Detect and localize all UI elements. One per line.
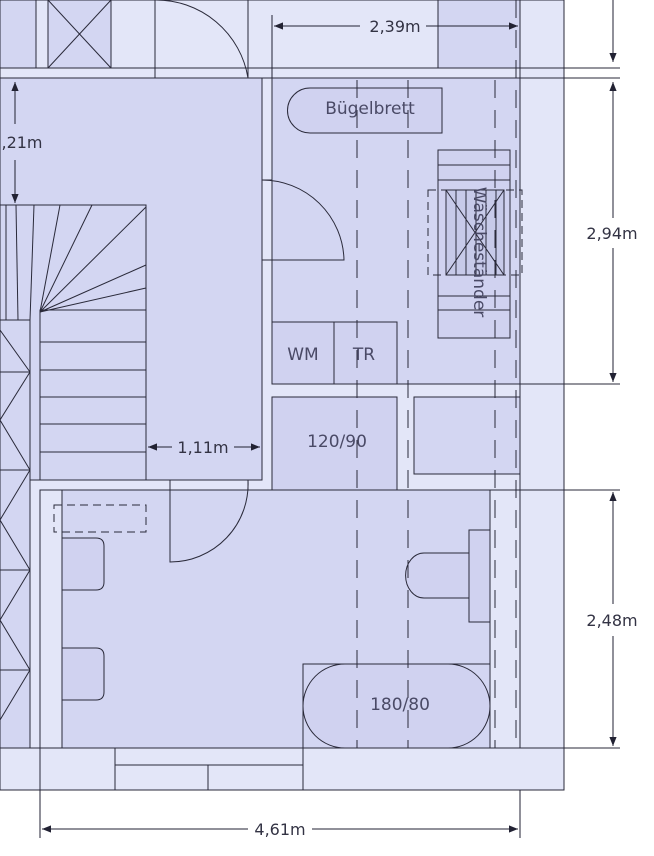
drying-rack <box>427 149 523 339</box>
toilet-tank <box>468 529 491 623</box>
door-swing-bath <box>169 479 249 563</box>
sink-lower <box>61 647 105 701</box>
dim-right-upper-height: 2,94m <box>586 224 637 243</box>
label-drying-rack: Wäscheständer <box>469 187 489 318</box>
dryer <box>333 321 398 385</box>
shower <box>271 396 398 491</box>
dim-corridor-width: 1,11m <box>177 438 228 457</box>
sink-upper <box>61 537 105 591</box>
dim-right-lower-height: 2,48m <box>586 611 637 630</box>
label-dryer: TR <box>352 345 375 365</box>
dashed-guides <box>356 0 517 748</box>
left-zigzag-wall <box>0 319 31 749</box>
label-shower: 120/90 <box>307 432 367 452</box>
label-ironing-board: Bügelbrett <box>325 99 415 119</box>
door-panel-bath <box>169 479 249 491</box>
ironing-board <box>287 87 443 134</box>
dashed-cabinet <box>53 504 147 533</box>
toilet-bowl <box>405 552 470 599</box>
label-washing-machine: WM <box>287 345 318 365</box>
storage-box <box>413 396 521 475</box>
label-bathtub: 180/80 <box>370 695 430 715</box>
bathroom-left-wall <box>39 489 63 749</box>
dim-bottom-width: 4,61m <box>254 820 305 839</box>
dimension-lines <box>11 0 617 838</box>
door-panel-laundry <box>261 179 273 261</box>
washing-machine <box>271 321 335 385</box>
door-swing-laundry <box>261 179 345 261</box>
dim-left-height: ,21m <box>1 133 42 152</box>
dim-top-width: 2,39m <box>369 17 420 36</box>
